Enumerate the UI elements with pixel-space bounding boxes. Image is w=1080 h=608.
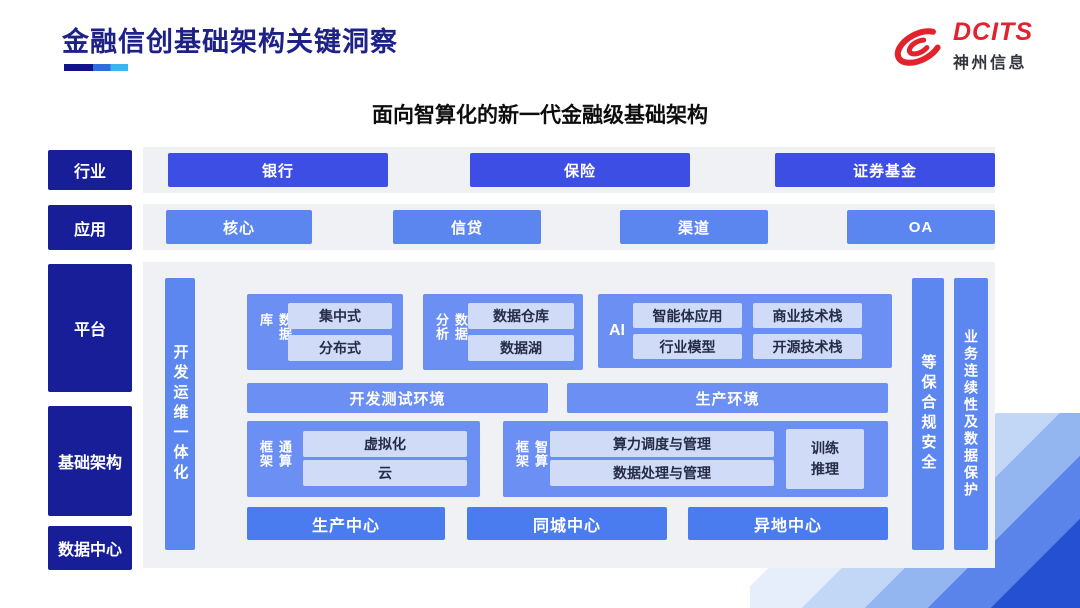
- industry-box-securities: 证券基金: [775, 153, 995, 187]
- app-box-oa: OA: [847, 210, 995, 244]
- intelligent-compute-item-train-infer: 训练推理: [786, 429, 864, 489]
- general-compute-item-cloud: 云: [303, 460, 467, 486]
- dcits-logo: DCITS 神州信息: [892, 20, 1033, 73]
- general-compute-group-label: 通算框架: [258, 440, 292, 468]
- analytics-group-label: 数据分析: [434, 313, 468, 341]
- database-item-distributed: 分布式: [288, 335, 392, 361]
- sidebar-label-industry: 行业: [48, 150, 132, 190]
- intelligent-compute-group-label: 智算框架: [514, 440, 548, 468]
- ai-item-commercial-stack: 商业技术栈: [753, 303, 862, 328]
- security-compliance-bar: 等保合规安全: [912, 278, 944, 550]
- business-continuity-bar: 业务连续性及数据保护: [954, 278, 988, 550]
- industry-box-bank: 银行: [168, 153, 388, 187]
- ai-group-label: AI: [609, 322, 625, 339]
- page-title: 金融信创基础架构关键洞察: [62, 27, 398, 57]
- app-box-credit: 信贷: [393, 210, 541, 244]
- logo-brand: DCITS: [953, 18, 1033, 46]
- ai-item-opensource-stack: 开源技术栈: [753, 334, 862, 359]
- general-compute-item-virtualization: 虚拟化: [303, 431, 467, 457]
- logo-text: DCITS 神州信息: [953, 20, 1033, 73]
- app-box-core: 核心: [166, 210, 312, 244]
- ai-item-industry-model: 行业模型: [633, 334, 742, 359]
- train-infer-label: 训练推理: [811, 440, 839, 477]
- center-box-production: 生产中心: [247, 507, 445, 540]
- sidebar-label-platform: 平台: [48, 264, 132, 392]
- production-env-bar: 生产环境: [567, 383, 888, 413]
- sidebar-label-infrastructure: 基础架构: [48, 406, 132, 516]
- devops-vertical-bar: 开发运维一体化: [165, 278, 195, 550]
- app-box-channel: 渠道: [620, 210, 768, 244]
- analytics-item-datalake: 数据湖: [468, 335, 574, 361]
- analytics-group: 数据分析 数据仓库 数据湖: [423, 294, 583, 370]
- ai-item-agent-app: 智能体应用: [633, 303, 742, 328]
- center-box-samecity: 同城中心: [467, 507, 667, 540]
- industry-box-insurance: 保险: [470, 153, 690, 187]
- center-box-remote: 异地中心: [688, 507, 888, 540]
- general-compute-group: 通算框架 虚拟化 云: [247, 421, 480, 497]
- intelligent-compute-group: 智算框架 算力调度与管理 数据处理与管理 训练推理: [503, 421, 888, 497]
- database-group: 数据库 集中式 分布式: [247, 294, 403, 370]
- database-item-centralized: 集中式: [288, 303, 392, 329]
- sidebar-label-application: 应用: [48, 205, 132, 250]
- ai-group: AI 智能体应用 商业技术栈 行业模型 开源技术栈: [598, 294, 892, 368]
- intelligent-compute-item-scheduling: 算力调度与管理: [550, 431, 774, 457]
- logo-company: 神州信息: [953, 55, 1028, 72]
- title-underline: [64, 64, 128, 71]
- dev-test-env-bar: 开发测试环境: [247, 383, 548, 413]
- dcits-swirl-icon: [894, 27, 944, 66]
- analytics-item-warehouse: 数据仓库: [468, 303, 574, 329]
- diagram-title: 面向智算化的新一代金融级基础架构: [372, 104, 708, 127]
- intelligent-compute-item-data-mgmt: 数据处理与管理: [550, 460, 774, 486]
- sidebar-label-datacenter: 数据中心: [48, 526, 132, 570]
